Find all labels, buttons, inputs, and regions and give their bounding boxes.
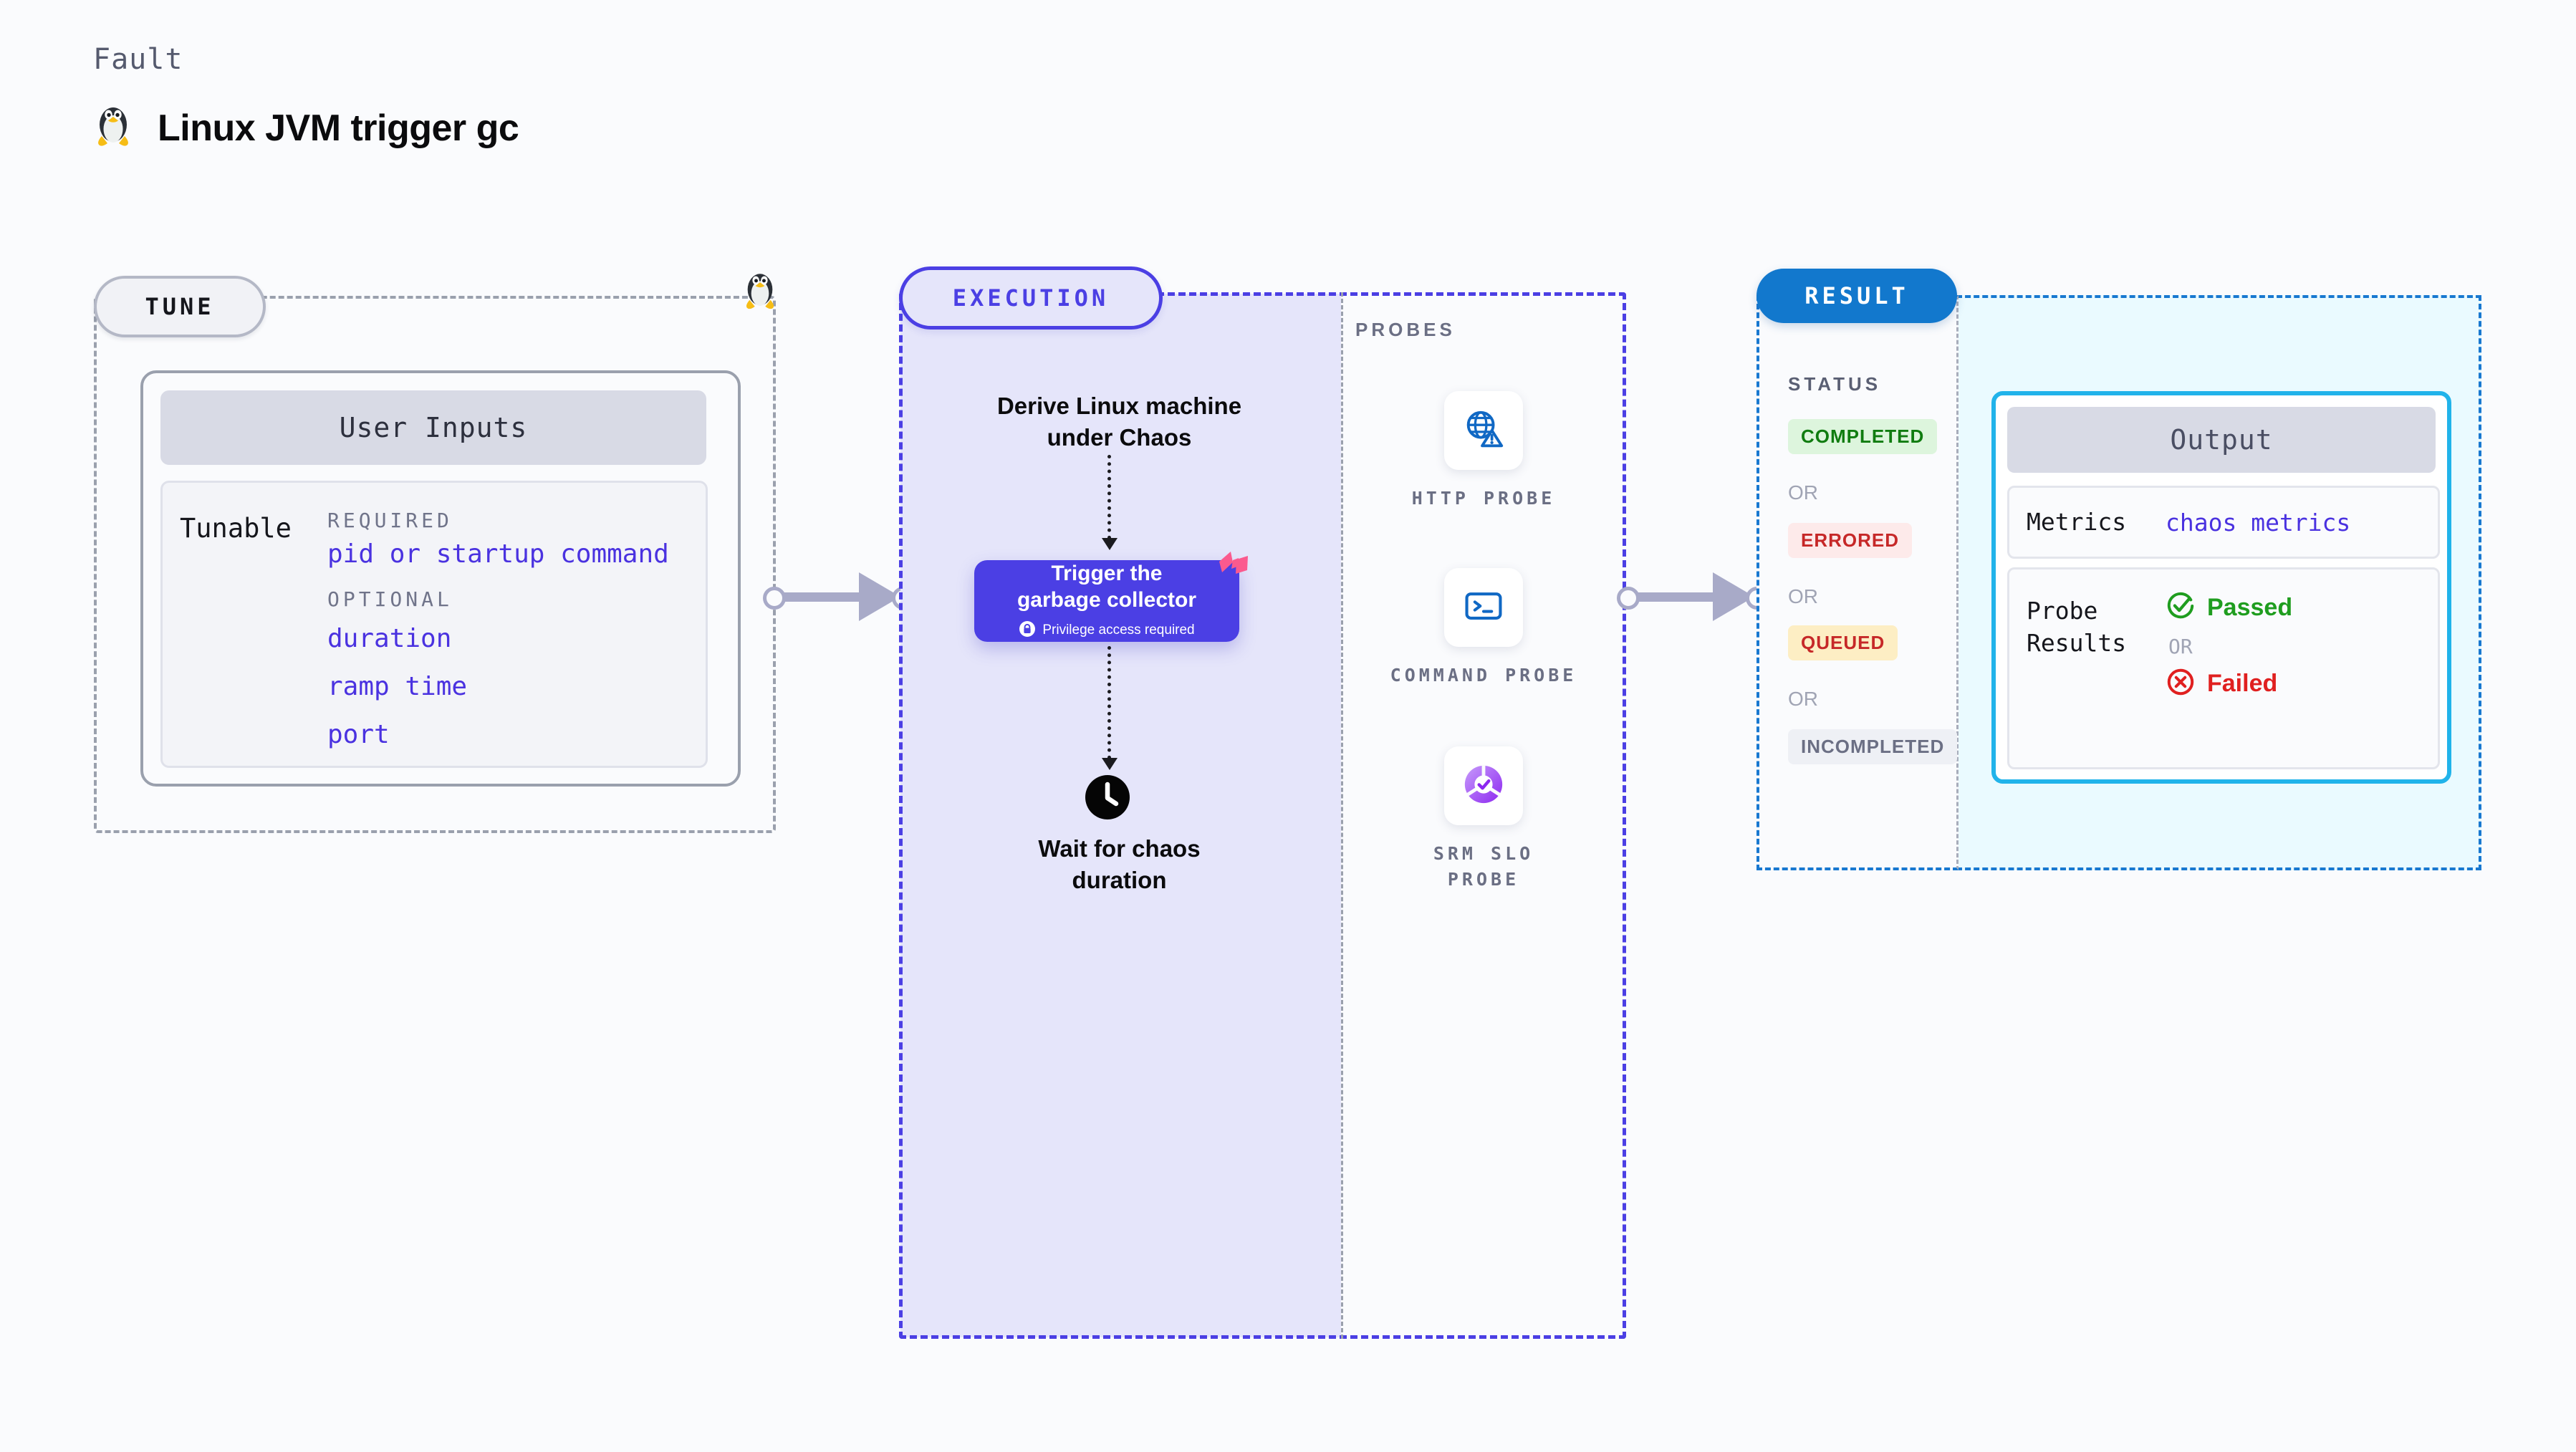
verdict-or: OR <box>2168 635 2193 658</box>
trigger-garbage-collector-node[interactable]: Trigger the garbage collector Privilege … <box>974 552 1248 642</box>
output-probe-verdicts: Passed OR Failed <box>2166 569 2292 767</box>
execution-pill-label: EXECUTION <box>952 284 1110 312</box>
check-circle-icon <box>2166 591 2196 625</box>
flow-line-derive-to-trigger <box>1107 455 1111 539</box>
privilege-note: Privilege access required <box>1019 620 1195 641</box>
page-title: Linux JVM trigger gc <box>158 107 519 149</box>
execution-pill[interactable]: EXECUTION <box>899 266 1163 330</box>
status-badge-incompleted-label: INCOMPLETED <box>1801 736 1945 757</box>
result-pill-label: RESULT <box>1804 282 1909 309</box>
trigger-node-title: Trigger the garbage collector <box>1017 562 1197 612</box>
slo-donut-check-icon <box>1461 762 1506 810</box>
output-metrics-key: Metrics <box>2027 507 2127 536</box>
status-badge-completed: COMPLETED <box>1788 419 1938 454</box>
status-badge-queued: QUEUED <box>1788 625 1898 660</box>
probe-srm-slo-label: SRM SLO PROBE <box>1433 843 1534 890</box>
connector-dot-start <box>763 587 786 610</box>
tune-edge-penguin-icon <box>741 269 779 317</box>
litmus-ribbon-icon <box>1218 550 1249 582</box>
output-metrics-value[interactable]: chaos metrics <box>2166 508 2351 537</box>
output-card: Output Metrics chaos metrics Probe Resul… <box>1991 391 2451 784</box>
output-probe-results-key: Probe Results <box>2027 597 2127 657</box>
connector-tune-to-execution <box>761 568 915 625</box>
result-status-region <box>1756 295 1959 870</box>
step-derive-machine: Derive Linux machine under Chaos <box>899 390 1340 453</box>
output-card-header: Output <box>2007 407 2436 473</box>
fault-title-row: Linux JVM trigger gc <box>93 102 519 154</box>
status-or-2: OR <box>1788 585 1818 607</box>
globe-warning-icon <box>1461 407 1506 455</box>
flow-arrow-derive-to-trigger <box>1102 538 1118 550</box>
tunable-body: Tunable REQUIRED pid or startup command … <box>160 481 708 768</box>
field-group-optional-label: OPTIONAL <box>327 587 453 611</box>
flow-line-trigger-to-wait <box>1107 646 1111 759</box>
step-wait-for-duration: Wait for chaos duration <box>899 833 1340 895</box>
tune-pill-label: TUNE <box>145 293 215 320</box>
step-wait-label: Wait for chaos duration <box>1038 835 1201 893</box>
output-probe-results-row: Probe Results Passed OR <box>2007 567 2440 769</box>
status-badge-queued-label: QUEUED <box>1801 632 1885 653</box>
step-derive-label: Derive Linux machine under Chaos <box>996 393 1242 451</box>
field-duration[interactable]: duration <box>327 624 452 653</box>
execution-fill <box>900 294 1341 1337</box>
terminal-icon <box>1462 585 1505 631</box>
connector-bar <box>1625 592 1733 602</box>
verdict-failed-label: Failed <box>2207 670 2278 697</box>
connector-execution-to-result <box>1615 568 1769 625</box>
clock-icon <box>1085 775 1130 819</box>
probe-command-tile <box>1444 568 1523 647</box>
x-circle-icon <box>2166 667 2196 701</box>
probe-srm-slo[interactable]: SRM SLO PROBE <box>1341 746 1626 893</box>
connector-dot-start <box>1617 587 1640 610</box>
field-group-required-label: REQUIRED <box>327 509 453 532</box>
field-port[interactable]: port <box>327 720 390 749</box>
lock-icon <box>1019 620 1036 641</box>
status-badge-incompleted: INCOMPLETED <box>1788 729 1958 764</box>
tunable-fields: REQUIRED pid or startup command OPTIONAL… <box>327 483 706 766</box>
probe-command[interactable]: COMMAND PROBE <box>1341 568 1626 688</box>
linux-penguin-icon <box>93 102 133 154</box>
status-title: STATUS <box>1788 373 1882 395</box>
field-ramp-time[interactable]: ramp time <box>327 672 468 701</box>
result-pill[interactable]: RESULT <box>1756 269 1957 323</box>
status-badge-errored-label: ERRORED <box>1801 529 1900 551</box>
status-or-1: OR <box>1788 481 1818 504</box>
probe-command-label: COMMAND PROBE <box>1390 665 1577 686</box>
status-or-3: OR <box>1788 688 1818 710</box>
user-inputs-header: User Inputs <box>160 390 706 465</box>
verdict-failed: Failed <box>2166 667 2292 701</box>
field-pid-or-startup-command[interactable]: pid or startup command <box>327 539 669 569</box>
probe-srm-slo-tile <box>1444 746 1523 825</box>
probes-title: PROBES <box>1355 319 1456 340</box>
flow-arrow-trigger-to-wait <box>1102 758 1118 770</box>
probes-region <box>1341 292 1626 1339</box>
status-badge-errored: ERRORED <box>1788 523 1913 558</box>
tune-pill[interactable]: TUNE <box>94 276 266 337</box>
page-header: Fault Linux JVM trigger gc <box>93 43 519 154</box>
execution-region <box>899 292 1626 1339</box>
status-badge-completed-label: COMPLETED <box>1801 425 1925 447</box>
fault-kicker: Fault <box>93 43 183 76</box>
connector-bar <box>772 592 879 602</box>
verdict-passed: Passed <box>2166 591 2292 625</box>
tunable-label: Tunable <box>180 513 292 544</box>
tune-region <box>94 296 776 833</box>
probe-http-tile <box>1444 391 1523 470</box>
privilege-note-label: Privilege access required <box>1042 622 1195 638</box>
probe-http[interactable]: HTTP PROBE <box>1341 391 1626 511</box>
user-inputs-card: User Inputs Tunable REQUIRED pid or star… <box>140 370 741 787</box>
probe-http-label: HTTP PROBE <box>1411 488 1556 509</box>
verdict-passed-label: Passed <box>2207 594 2293 621</box>
output-metrics-row: Metrics chaos metrics <box>2007 486 2440 559</box>
